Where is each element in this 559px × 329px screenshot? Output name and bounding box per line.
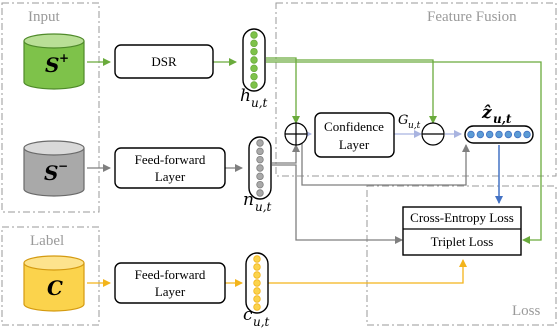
feature-fusion-section: Feature Fusion <box>275 2 557 177</box>
s-minus-database: S − <box>23 140 85 197</box>
svg-text:n: n <box>243 190 254 210</box>
svg-text:u,t: u,t <box>251 96 268 110</box>
svg-text:u,t: u,t <box>493 112 512 126</box>
svg-text:u,t: u,t <box>255 200 272 214</box>
vector-element <box>250 72 258 81</box>
vector-element <box>253 287 261 295</box>
add-operator <box>284 122 308 146</box>
svg-text:ẑ: ẑ <box>481 103 492 123</box>
subtract-operator <box>421 122 445 146</box>
vector-element <box>476 130 485 139</box>
vector-element <box>256 180 264 189</box>
confidence-line1: Confidence <box>324 119 384 134</box>
s-plus-symbol: S <box>45 53 59 77</box>
triplet-loss-label: Triplet Loss <box>431 234 494 249</box>
arrow-n-to-triplet <box>272 164 403 244</box>
label-section-title: Label <box>30 233 64 249</box>
svg-text:G: G <box>398 113 408 128</box>
c-label: c u,t <box>243 305 270 329</box>
s-minus-symbol: S <box>44 161 58 185</box>
vector-element <box>250 64 258 73</box>
vector-element <box>513 130 522 139</box>
vector-element <box>253 295 261 303</box>
vector-element <box>467 130 475 139</box>
arrow-n-to-minus-back <box>301 135 470 186</box>
loss-section: Loss <box>366 185 557 326</box>
svg-text:u,t: u,t <box>253 315 270 329</box>
ffn-negative-module: Feed-forward Layer <box>114 147 226 189</box>
vector-element <box>253 271 261 279</box>
ffn-negative-line1: Feed-forward <box>135 152 206 167</box>
arrow-h-to-minus <box>266 59 437 124</box>
confidence-line2: Layer <box>339 137 370 152</box>
ffn-label-line2: Layer <box>155 284 186 299</box>
dsr-label: DSR <box>151 54 177 69</box>
loss-section-title: Loss <box>512 303 541 319</box>
ffn-label-module: Feed-forward Layer <box>114 262 226 304</box>
connections <box>87 57 542 287</box>
n-label: n u,t <box>243 190 272 214</box>
vector-element <box>253 303 261 311</box>
vector-element <box>250 39 258 48</box>
svg-text:c: c <box>243 305 253 325</box>
feature-fusion-section-title: Feature Fusion <box>427 9 517 25</box>
input-section: Input <box>1 2 100 213</box>
vector-element <box>256 172 264 181</box>
vector-element <box>253 263 261 271</box>
h-feature-vector <box>242 28 266 92</box>
s-plus-database: S + <box>23 33 85 90</box>
h-label: h u,t <box>240 86 268 110</box>
vector-element <box>485 130 494 139</box>
vector-element <box>256 164 264 172</box>
vector-element <box>256 155 264 164</box>
z-feature-vector <box>464 125 534 144</box>
arrow-n-to-plus <box>272 144 300 164</box>
input-section-title: Input <box>28 9 60 25</box>
dsr-module: DSR <box>114 44 214 79</box>
g-label: G u,t <box>398 113 421 131</box>
vector-element <box>250 56 258 64</box>
label-section: Label <box>1 226 100 326</box>
vector-element <box>256 189 264 197</box>
svg-text:u,t: u,t <box>408 121 421 131</box>
vector-element <box>504 130 513 139</box>
vector-element <box>253 279 261 287</box>
cross-entropy-loss-label: Cross-Entropy Loss <box>410 210 514 225</box>
n-feature-vector <box>248 136 272 200</box>
c-feature-vector <box>245 252 269 314</box>
arrow-c-to-triplet <box>268 259 467 284</box>
vector-element <box>495 130 503 139</box>
s-plus-sup: + <box>59 51 69 65</box>
ffn-negative-line2: Layer <box>155 169 186 184</box>
arrow-h-to-triplet <box>266 61 542 244</box>
loss-box: Cross-Entropy Loss Triplet Loss <box>402 206 522 256</box>
arrow-h-to-plus <box>266 57 300 124</box>
vector-element <box>256 147 264 156</box>
vector-element <box>250 47 258 56</box>
s-minus-sup: − <box>58 159 68 173</box>
c-symbol: C <box>47 276 63 300</box>
svg-text:h: h <box>240 86 251 106</box>
z-label: ẑ u,t <box>481 103 512 126</box>
vector-element <box>256 139 264 147</box>
ffn-label-line1: Feed-forward <box>135 267 206 282</box>
vector-element <box>250 81 258 89</box>
vector-element <box>250 31 258 39</box>
vector-element <box>253 255 261 263</box>
vector-element <box>523 130 531 139</box>
c-database: C <box>23 255 85 312</box>
confidence-module: Confidence Layer <box>314 112 395 158</box>
